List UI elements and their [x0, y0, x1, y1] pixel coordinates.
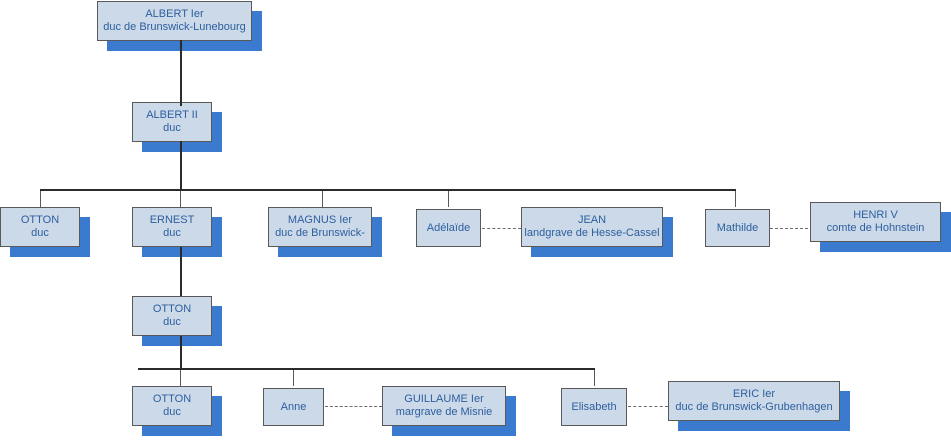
drop-to-magnus1 [322, 189, 323, 207]
node-label-line2: landgrave de Hesse-Cassel [524, 227, 660, 239]
drop-to-elisabeth [594, 368, 595, 386]
node-label-line2: duc [31, 227, 49, 239]
node-label-line1: Mathilde [716, 221, 759, 234]
node-guillaume[interactable]: GUILLAUME Ier margrave de Misnie [382, 386, 506, 426]
node-eric1[interactable]: ERIC Ier duc de Brunswick-Grubenhagen [668, 381, 840, 421]
node-label-line1: OTTON [152, 303, 192, 315]
node-label-line1: ALBERT II [146, 109, 198, 121]
connector-albert1-to-albert2 [180, 40, 182, 106]
node-label-line1: GUILLAUME Ier [404, 393, 484, 405]
node-label-line1: ALBERT Ier [145, 8, 204, 20]
node-albert2[interactable]: ALBERT II duc [132, 102, 212, 142]
sibling-bus-generation-4 [138, 368, 595, 370]
node-label-line1: ERIC Ier [732, 388, 776, 400]
node-otton-c[interactable]: OTTON duc [132, 386, 212, 426]
drop-to-mathilde [735, 189, 736, 207]
drop-to-anne [293, 368, 294, 386]
node-label-line2: duc de Brunswick-Grubenhagen [675, 401, 833, 413]
marriage-link-adelaide-jean [482, 228, 521, 229]
node-label-line1: ERNEST [149, 214, 195, 226]
drop-to-otton-c [180, 368, 181, 386]
connector-otton-b-to-bus [180, 336, 182, 369]
node-label-line1: OTTON [20, 214, 60, 226]
node-mathilde[interactable]: Mathilde [705, 209, 770, 247]
sibling-bus-generation-2 [40, 189, 736, 191]
node-label-line1: OTTON [152, 393, 192, 405]
connector-albert2-to-bus [180, 141, 182, 191]
marriage-link-elisabeth-eric1 [628, 406, 668, 407]
drop-to-otton-a [40, 189, 41, 207]
node-label-line1: MAGNUS Ier [287, 214, 353, 226]
node-label-line1: Elisabeth [571, 400, 617, 413]
node-elisabeth[interactable]: Elisabeth [561, 388, 627, 426]
node-label-line2: duc [163, 227, 181, 239]
node-jean[interactable]: JEAN landgrave de Hesse-Cassel [521, 207, 663, 247]
node-label-line2: margrave de Misnie [395, 406, 493, 418]
node-label-line2: duc [163, 406, 181, 418]
node-label-line1: Adélaïde [426, 221, 471, 234]
node-label-line2: duc de Brunswick-Lunebourg [103, 21, 246, 33]
node-ernest[interactable]: ERNEST duc [132, 207, 212, 247]
marriage-link-anne-guillaume [325, 406, 382, 407]
drop-to-adelaide [448, 189, 449, 207]
node-anne[interactable]: Anne [263, 388, 324, 426]
node-label-line1: JEAN [577, 214, 607, 226]
connector-ernest-to-otton-b [180, 247, 182, 296]
node-magnus1[interactable]: MAGNUS Ier duc de Brunswick- [268, 207, 372, 247]
node-otton-a[interactable]: OTTON duc [0, 207, 80, 247]
node-label-line2: duc [163, 122, 181, 134]
node-henri5[interactable]: HENRI V comte de Hohnstein [810, 202, 941, 242]
node-otton-b[interactable]: OTTON duc [132, 296, 212, 336]
marriage-link-mathilde-henri5 [770, 228, 808, 229]
node-label-line2: comte de Hohnstein [826, 222, 925, 234]
node-label-line2: duc [163, 316, 181, 328]
node-albert1[interactable]: ALBERT Ier duc de Brunswick-Lunebourg [97, 1, 252, 41]
drop-to-ernest [180, 189, 181, 207]
node-label-line1: Anne [280, 400, 307, 413]
node-label-line1: HENRI V [853, 209, 898, 221]
node-label-line2: duc de Brunswick- [275, 227, 365, 239]
node-adelaide[interactable]: Adélaïde [416, 209, 481, 247]
